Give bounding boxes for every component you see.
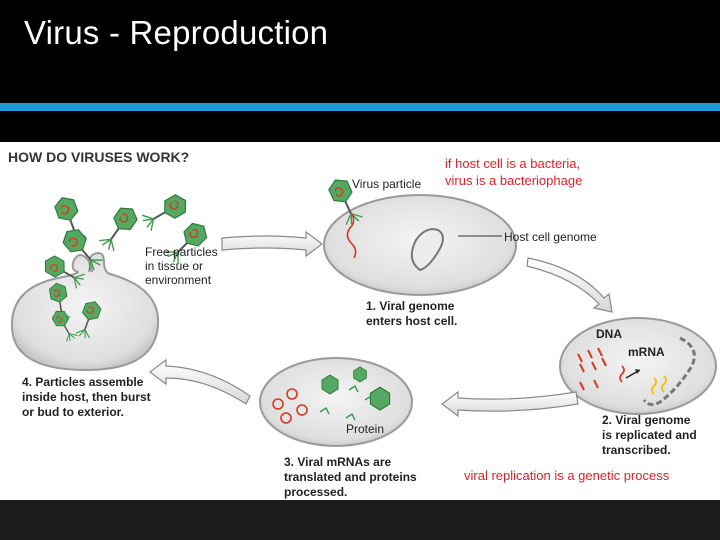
host-cell-4 [12,253,158,370]
note-top-line-1: if host cell is a bacteria, [445,156,580,171]
host-cell-genome-label: Host cell genome [504,230,597,244]
free-particles-line-1: Free particles [145,245,218,259]
virus-cycle-diagram: HOW DO VIRUSES WORK? if host cell is a b… [0,142,720,500]
arrow-to-cell-2 [527,258,612,312]
step-4-line-2: inside host, then burst [22,390,151,404]
diagram-panel: HOW DO VIRUSES WORK? if host cell is a b… [0,142,720,500]
step-2-line-3: transcribed. [602,443,671,457]
mrna-label: mRNA [628,345,665,359]
virus-particle-label: Virus particle [352,177,421,191]
arrow-to-cell-4 [150,360,250,404]
step-1-line-2: enters host cell. [366,314,457,328]
slide-title: Virus - Reproduction [24,14,328,52]
arrow-to-cell-1 [222,232,322,256]
free-particles-line-2: in tissue or [145,259,203,273]
step-2-line-1: 2. Viral genome [602,413,691,427]
bottom-band [0,500,720,540]
host-cell-3 [260,358,412,446]
step-1-line-1: 1. Viral genome [366,299,455,313]
note-bottom: viral replication is a genetic process [464,468,670,483]
step-3-line-1: 3. Viral mRNAs are [284,455,391,469]
step-3-line-2: translated and proteins [284,470,417,484]
step-3-line-3: processed. [284,485,347,499]
step-2-line-2: is replicated and [602,428,697,442]
diagram-heading: HOW DO VIRUSES WORK? [8,149,189,165]
step-4-line-1: 4. Particles assemble [22,375,144,389]
dna-label: DNA [596,327,622,341]
note-top-line-2: virus is a bacteriophage [445,173,582,188]
free-particles-line-3: environment [145,273,212,287]
step-4-line-3: or bud to exterior. [22,405,124,419]
protein-label: Protein [346,422,384,436]
accent-bar [0,103,720,111]
arrow-to-cell-3 [442,392,578,416]
host-cell-2 [560,318,716,414]
